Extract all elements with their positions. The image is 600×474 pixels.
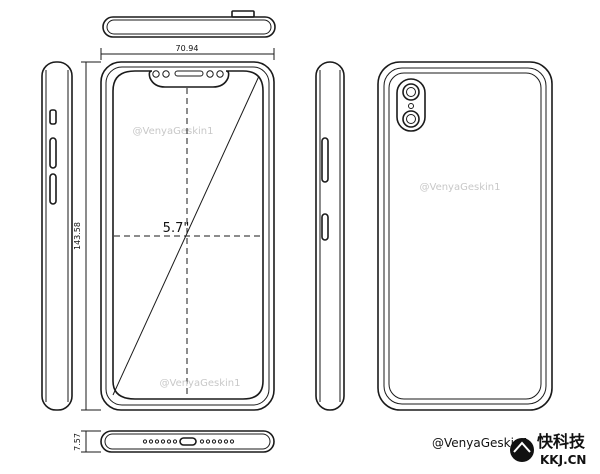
depth-label: 7.57 bbox=[73, 433, 82, 451]
brand-url: KKJ.CN bbox=[540, 453, 586, 467]
rear-camera-module bbox=[396, 78, 426, 132]
height-dimension: 143.58 bbox=[73, 61, 101, 411]
brand-logo-icon bbox=[510, 438, 534, 462]
top-edge-view bbox=[102, 10, 276, 38]
earpiece-speaker bbox=[174, 70, 204, 77]
volume-down-button bbox=[49, 173, 57, 205]
side-button-icon bbox=[321, 137, 329, 183]
volume-up-button bbox=[49, 137, 57, 169]
silent-switch bbox=[49, 109, 57, 125]
rear-camera-lens-icon bbox=[402, 110, 420, 128]
speaker-grille-left bbox=[142, 439, 178, 444]
sim-tray bbox=[321, 213, 329, 241]
speaker-grille-right bbox=[199, 439, 235, 444]
front-sensor-icon bbox=[162, 70, 170, 78]
brand-logo: 快科技 KKJ.CN bbox=[510, 432, 586, 467]
side-button-top bbox=[231, 10, 255, 18]
right-side-view bbox=[315, 61, 345, 411]
front-sensor-icon bbox=[216, 70, 224, 78]
front-sensor-icon bbox=[152, 70, 160, 78]
width-label: 70.94 bbox=[176, 44, 199, 53]
left-side-view bbox=[41, 61, 73, 411]
watermark: @VenyaGeskin1 bbox=[133, 126, 214, 137]
height-label: 143.58 bbox=[73, 222, 82, 250]
diagonal-label: 5.7" bbox=[163, 221, 190, 236]
diagonal-line bbox=[112, 75, 260, 396]
front-view: 5.7" @VenyaGeskin1 @VenyaGeskin1 bbox=[100, 61, 275, 411]
back-view: @VenyaGeskin1 bbox=[377, 61, 553, 411]
depth-dimension: 7.57 bbox=[73, 430, 101, 453]
watermark: @VenyaGeskin1 bbox=[420, 182, 501, 193]
bottom-edge-view bbox=[100, 430, 275, 453]
watermark: @VenyaGeskin1 bbox=[160, 378, 241, 389]
credit-text: @VenyaGeskin1 bbox=[432, 436, 529, 450]
front-camera-icon bbox=[206, 70, 214, 78]
lightning-port bbox=[179, 437, 197, 446]
brand-name: 快科技 bbox=[537, 432, 586, 451]
flash-icon bbox=[408, 103, 414, 109]
width-dimension: 70.94 bbox=[100, 44, 275, 60]
rear-camera-lens-icon bbox=[402, 83, 420, 101]
